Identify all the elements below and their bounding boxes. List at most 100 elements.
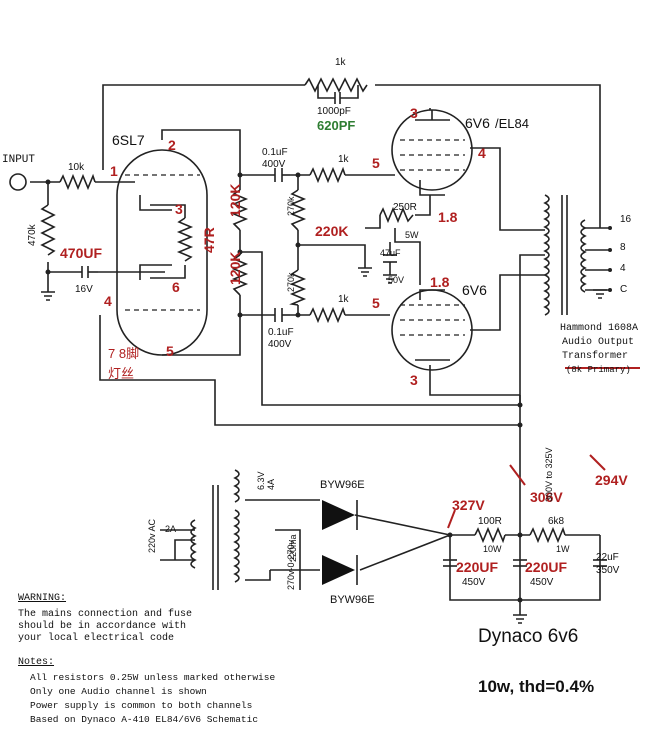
tube-6v6-top-label: 6V6 (465, 115, 490, 131)
c3-label: 22uF (596, 552, 619, 563)
c-620pf: 620PF (317, 118, 355, 133)
labels: INPUT 6SL7 6V6 /EL84 6V6 2 1 3 6 4 5 3 4… (2, 57, 638, 725)
pin-2: 2 (168, 137, 176, 153)
fuse-label: 2A (165, 524, 176, 534)
r-270k-top: 270k (286, 196, 296, 216)
warning-title: WARNING: (18, 593, 66, 604)
sec-ma-label: 220ma (288, 534, 298, 562)
tube-6v6-bottom (391, 289, 473, 371)
v306-label: 306V (530, 489, 563, 505)
top-pin-4: 4 (478, 145, 486, 161)
w-1w-label: 1W (556, 544, 570, 554)
mains-label: 220v AC (147, 518, 157, 553)
top-pin-5: 5 (372, 155, 380, 171)
notes-title: Notes: (18, 657, 54, 668)
r-250r: 250R (393, 202, 417, 213)
sec-v-label: 270v-0-270v (286, 539, 296, 590)
xfmr-caption-1: Hammond 1608A (560, 322, 638, 334)
tap-4: 4 (620, 263, 626, 274)
pin-5: 5 (166, 343, 174, 359)
junction-dots (45, 172, 523, 603)
tube-6v6-bottom-label: 6V6 (462, 282, 487, 298)
xfmr-caption-2: Audio Output (562, 336, 634, 348)
c-01uf-bot: 0.1uF (268, 327, 294, 338)
ground-symbols (41, 267, 607, 624)
warning-line-2: should be in accordance with (18, 620, 186, 632)
pin-3: 3 (175, 201, 183, 217)
v-400-top: 400V (262, 159, 286, 170)
xfmr-caption-4: (8k Primary) (566, 365, 631, 375)
c3v-label: 350V (596, 565, 620, 576)
voltage-pointers (447, 367, 640, 529)
v-50: 50V (388, 275, 404, 285)
schematic-spec: 10w, thd=0.4% (478, 677, 594, 696)
power-transformer (160, 469, 271, 590)
warning-line-1: The mains connection and fuse (18, 608, 192, 620)
output-transformer (543, 194, 612, 316)
notes-line-2: Only one Audio channel is shown (30, 686, 207, 697)
v-16: 16V (75, 284, 93, 295)
notes-line-1: All resistors 0.25W unless marked otherw… (30, 672, 275, 683)
w-5w: 5W (405, 230, 419, 240)
tap-c: C (620, 284, 627, 295)
pin-6: 6 (172, 279, 180, 295)
v294-label: 294V (595, 472, 628, 488)
c2-label: 220UF (525, 559, 567, 575)
top-pin-3: 3 (410, 105, 418, 121)
tube-6sl7 (116, 149, 208, 356)
c2v-label: 450V (530, 577, 554, 588)
capacitors (81, 85, 607, 567)
pin-4: 4 (104, 293, 112, 309)
tap-16: 16 (620, 214, 632, 225)
diode-top-label: BYW96E (320, 479, 365, 491)
diode-bottom-label: BYW96E (330, 594, 375, 606)
c-470uf: 470UF (60, 245, 102, 261)
top-pin-18: 1.8 (438, 209, 458, 225)
r-120k-bot: 120K (227, 252, 243, 285)
bot-pin-3: 3 (410, 372, 418, 388)
r-1k-feedback: 1k (335, 57, 347, 68)
tube-6sl7-label: 6SL7 (112, 132, 145, 148)
w-10w-label: 10W (483, 544, 502, 554)
heater-v-label: 6.3V (256, 471, 266, 490)
pin-1: 1 (110, 163, 118, 179)
schematic-title: Dynaco 6v6 (478, 626, 578, 647)
c-1000pf: 1000pF (317, 106, 351, 117)
xfmr-caption-3: Transformer (562, 350, 628, 362)
c1v-label: 450V (462, 577, 486, 588)
r-10k: 10k (68, 162, 85, 173)
c-47uf: 47uF (380, 248, 401, 258)
v-400-bot: 400V (268, 339, 292, 350)
r-270k-bot: 270k (286, 272, 296, 292)
filament-label-2: 灯丝 (108, 366, 134, 381)
input-jack-icon (9, 173, 27, 191)
bot-pin-5: 5 (372, 295, 380, 311)
c1-label: 220UF (456, 559, 498, 575)
r-220k: 220K (315, 223, 348, 239)
r-1k-bot: 1k (338, 294, 350, 305)
notes-line-3: Power supply is common to both channels (30, 700, 252, 711)
v-range-label: 300V to 325V (544, 447, 554, 502)
r-47r: 47R (201, 227, 217, 253)
resistors (40, 77, 566, 544)
rectifier-diode-bottom (322, 555, 358, 585)
bot-pin-18: 1.8 (430, 274, 450, 290)
r-6k8-label: 6k8 (548, 516, 565, 527)
input-label: INPUT (2, 154, 35, 166)
tube-6v6-top-alt-label: /EL84 (495, 116, 529, 131)
notes-line-4: Based on Dynaco A-410 EL84/6V6 Schematic (30, 714, 258, 725)
r-1k-top: 1k (338, 154, 350, 165)
tap-8: 8 (620, 242, 626, 253)
r-470k: 470k (27, 223, 38, 246)
v327-label: 327V (452, 497, 485, 513)
r-120k-top: 120K (227, 184, 243, 217)
r-100r-label: 100R (478, 516, 502, 527)
tube-6v6-top (391, 109, 473, 196)
heater-a-label: 4A (266, 479, 276, 490)
rectifier-diode-top (322, 500, 358, 530)
filament-label-1: 7 8脚 (108, 346, 139, 361)
c-01uf-top: 0.1uF (262, 147, 288, 158)
warning-line-3: your local electrical code (18, 632, 174, 644)
